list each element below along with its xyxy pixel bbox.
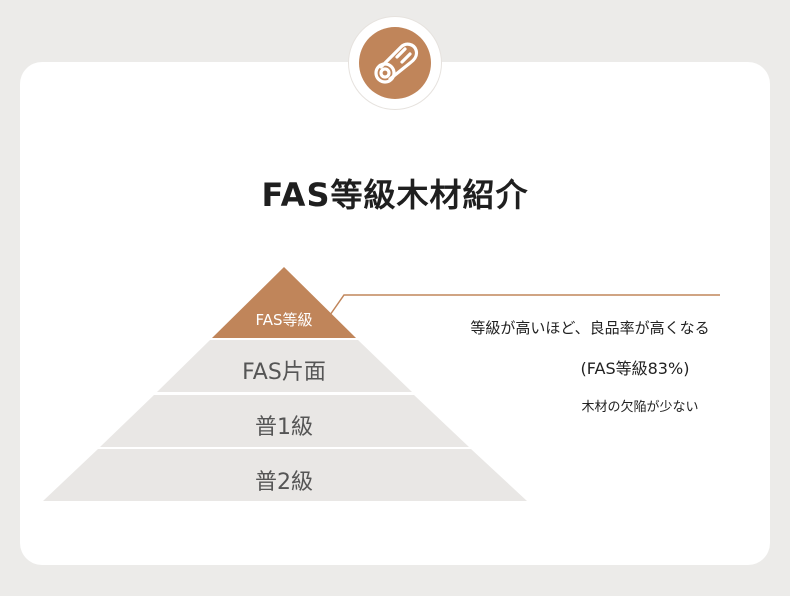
description-line-2: (FAS等級83%) xyxy=(580,359,690,378)
pyramid-tier-3 xyxy=(100,395,469,447)
tier-label-fas-one-face: FAS片面 xyxy=(242,360,326,385)
log-icon xyxy=(374,42,419,84)
page-title: FAS等級木材紹介 xyxy=(261,176,529,214)
tier-label-top: FAS等級 xyxy=(255,311,313,329)
description-line-3: 木材の欠陥が少ない xyxy=(581,400,699,415)
pyramid-tier-top xyxy=(212,267,356,338)
pyramid-tier-2 xyxy=(157,340,412,392)
description-line-1: 等級が高いほど、良品率が高くなる xyxy=(470,319,710,337)
tier-label-grade-1: 普1級 xyxy=(255,415,313,440)
tier-label-grade-2: 普2級 xyxy=(255,470,313,495)
icon-badge xyxy=(359,27,431,99)
pyramid-tier-4 xyxy=(43,449,527,501)
connector-line xyxy=(329,294,720,316)
